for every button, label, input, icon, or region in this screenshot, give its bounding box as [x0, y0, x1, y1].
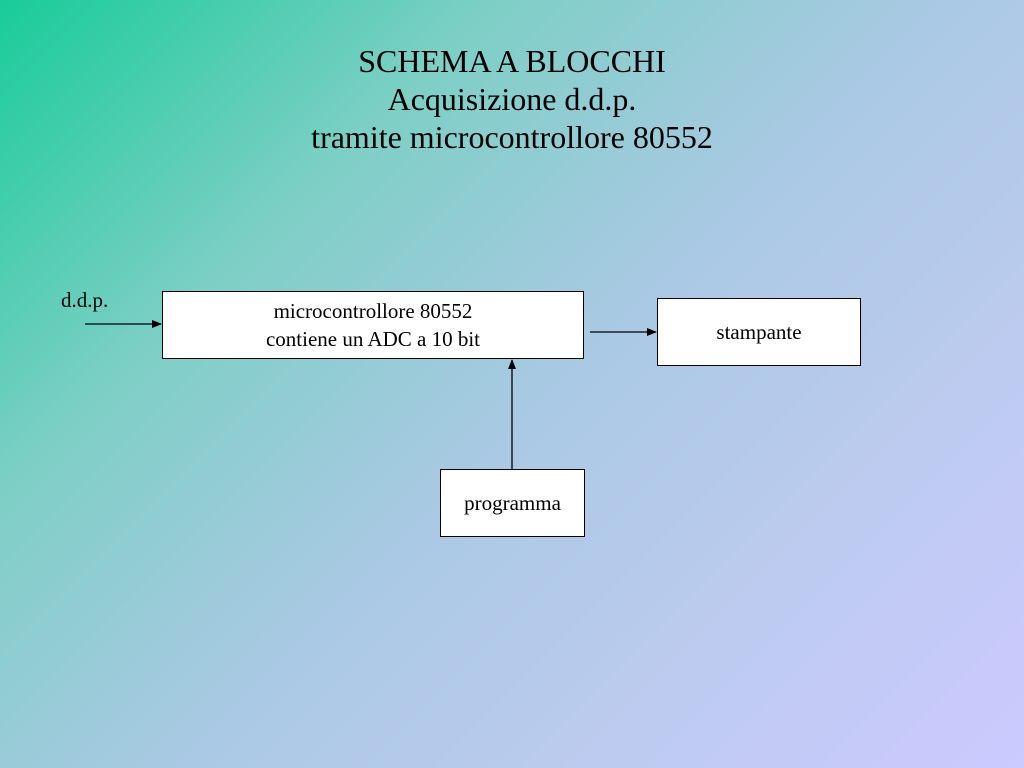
- microcontroller-line-1: microcontrollore 80552: [273, 299, 473, 323]
- slide-title: SCHEMA A BLOCCHI Acquisizione d.d.p. tra…: [0, 42, 1024, 156]
- printer-label: stampante: [716, 320, 802, 344]
- microcontroller-block: microcontrollore 80552 contiene un ADC a…: [162, 291, 584, 359]
- title-line-2: Acquisizione d.d.p.: [387, 81, 637, 117]
- program-block: programma: [440, 469, 585, 537]
- title-line-3: tramite microcontrollore 80552: [311, 119, 713, 155]
- program-label: programma: [464, 491, 561, 515]
- printer-block: stampante: [657, 298, 861, 366]
- input-ddp-label: d.d.p.: [61, 288, 109, 312]
- microcontroller-line-2: contiene un ADC a 10 bit: [265, 327, 481, 351]
- title-line-1: SCHEMA A BLOCCHI: [358, 43, 666, 79]
